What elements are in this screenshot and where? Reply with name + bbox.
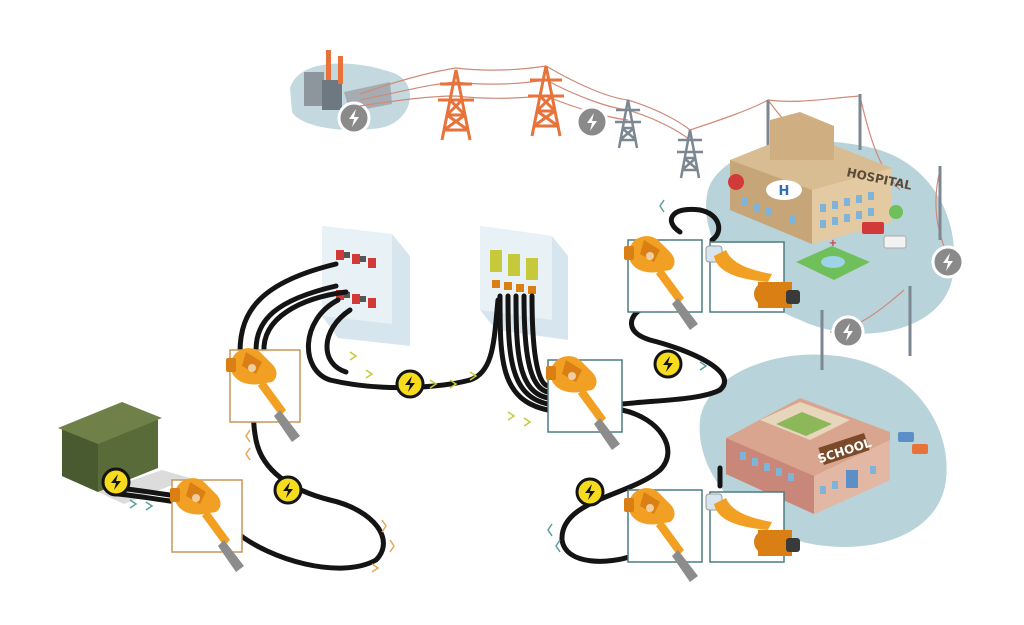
pylon-gray-1 [613, 98, 643, 150]
pole-bolt-icon [831, 315, 865, 349]
cable-bolt-icon-3 [653, 349, 683, 379]
hospital-cross: + [829, 238, 837, 249]
hospital-windows [742, 192, 874, 228]
flow-arrows [129, 199, 708, 573]
line-bolt-icon [575, 105, 609, 139]
robot-2-frame [226, 348, 301, 442]
power-plant-bolt-icon [337, 101, 371, 135]
school-building: SCHOOL [726, 398, 928, 514]
school-windows [740, 452, 876, 494]
utility-poles [766, 94, 942, 370]
robot-3-frame [546, 356, 623, 450]
hospital-robot-frame-right [705, 241, 801, 313]
school-robot-frame-right [705, 491, 801, 563]
substation-bolt-icon [101, 467, 131, 497]
cable-bolt-icon-4 [575, 477, 605, 507]
cable-bolt-icon-1 [273, 475, 303, 505]
robot-1-frame [170, 478, 244, 572]
cable-bolt-icon-2 [395, 369, 425, 399]
hospital-robot-frame-left [624, 236, 703, 330]
hospital-building: H HOSPITAL + [728, 112, 914, 280]
pylon-gray-2 [675, 128, 705, 180]
hospital-bolt-icon [931, 245, 965, 279]
helipad-label: H [779, 184, 790, 199]
school-robot-frame-left [624, 488, 703, 582]
pylon-orange-1 [436, 68, 476, 142]
